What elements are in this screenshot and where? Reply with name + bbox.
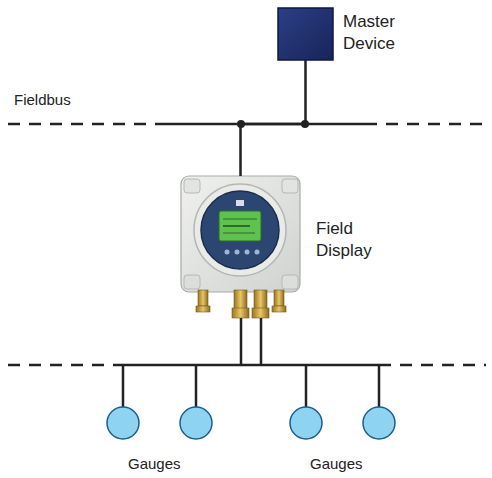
group-label: Gauges [310,455,363,473]
field-display-device [181,176,300,318]
device-bus-line [8,318,486,407]
master-device: Master Device [278,8,333,60]
gauge-symbol [107,407,395,439]
group-label: Gauges [128,455,181,473]
bus-label: Fieldbus [14,91,71,109]
master-device-symbol [278,8,333,60]
field-display: Field Display [181,176,300,318]
device-label: Master Device [343,11,421,55]
device-label: Field Display [316,218,394,262]
bus-connector [241,60,306,176]
